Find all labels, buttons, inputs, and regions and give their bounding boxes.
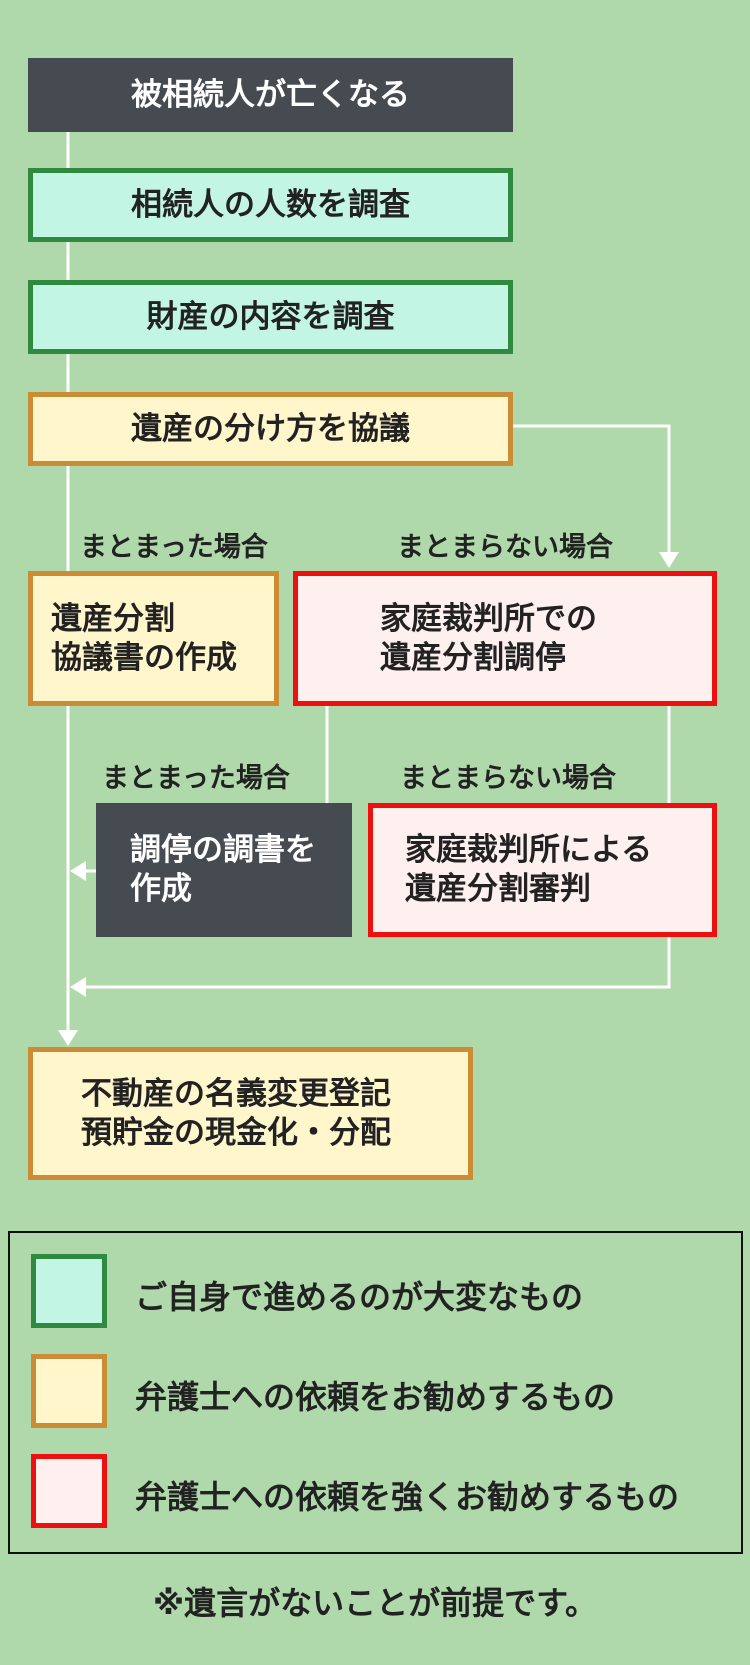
label-agreed-2: まとまった場合 [102, 763, 290, 794]
legend-swatch-green [31, 1254, 107, 1328]
label-not-agreed-1: まとまらない場合 [397, 532, 613, 563]
legend-text-green: ご自身で進めるのが大変なもの [135, 1278, 584, 1316]
step-discuss: 遺産の分け方を協議 [28, 392, 513, 466]
legend-swatch-red [31, 1454, 107, 1528]
step-agreement-doc-text: 遺産分割 協議書の作成 [51, 600, 237, 676]
discuss-to-mediation-line [512, 424, 671, 552]
label-agreed-1: まとまった場合 [80, 532, 268, 563]
spine-arrowhead [58, 1030, 78, 1046]
legend-text-orange: 弁護士への依頼をお勧めするもの [135, 1378, 616, 1416]
legend-swatch-orange [31, 1354, 107, 1428]
legend-text-red: 弁護士への依頼を強くお勧めするもの [135, 1478, 680, 1516]
step-death: 被相続人が亡くなる [28, 58, 513, 132]
record-to-spine-arrowhead [70, 861, 86, 881]
step-final: 不動産の名義変更登記 預貯金の現金化・分配 [28, 1047, 473, 1180]
step-assets-text: 財産の内容を調査 [146, 298, 395, 335]
label-not-agreed-2: まとまらない場合 [400, 763, 616, 794]
legend: ご自身で進めるのが大変なもの 弁護士への依頼をお勧めするもの 弁護士への依頼を強… [8, 1231, 743, 1554]
footnote: ※遺言がないことが前提です。 [153, 1584, 597, 1622]
step-death-text: 被相続人が亡くなる [131, 76, 410, 113]
step-mediation-record-text: 調停の調書を 作成 [130, 832, 316, 907]
step-mediation-text: 家庭裁判所での 遺産分割調停 [380, 600, 597, 676]
step-discuss-text: 遺産の分け方を協議 [131, 410, 410, 447]
discuss-to-mediation-arrowhead [659, 552, 679, 568]
adjudication-to-spine-arrowhead [70, 977, 86, 997]
step-adjudication: 家庭裁判所による 遺産分割審判 [368, 803, 717, 937]
step-final-text: 不動産の名義変更登記 預貯金の現金化・分配 [81, 1075, 391, 1151]
step-adjudication-text: 家庭裁判所による 遺産分割審判 [405, 832, 653, 907]
step-mediation-record: 調停の調書を 作成 [96, 803, 352, 937]
step-mediation: 家庭裁判所での 遺産分割調停 [293, 571, 717, 706]
step-agreement-doc: 遺産分割 協議書の作成 [28, 571, 279, 706]
adjudication-to-spine-line [86, 935, 671, 989]
step-heirs: 相続人の人数を調査 [28, 168, 513, 242]
step-heirs-text: 相続人の人数を調査 [131, 186, 410, 223]
step-assets: 財産の内容を調査 [28, 280, 513, 354]
